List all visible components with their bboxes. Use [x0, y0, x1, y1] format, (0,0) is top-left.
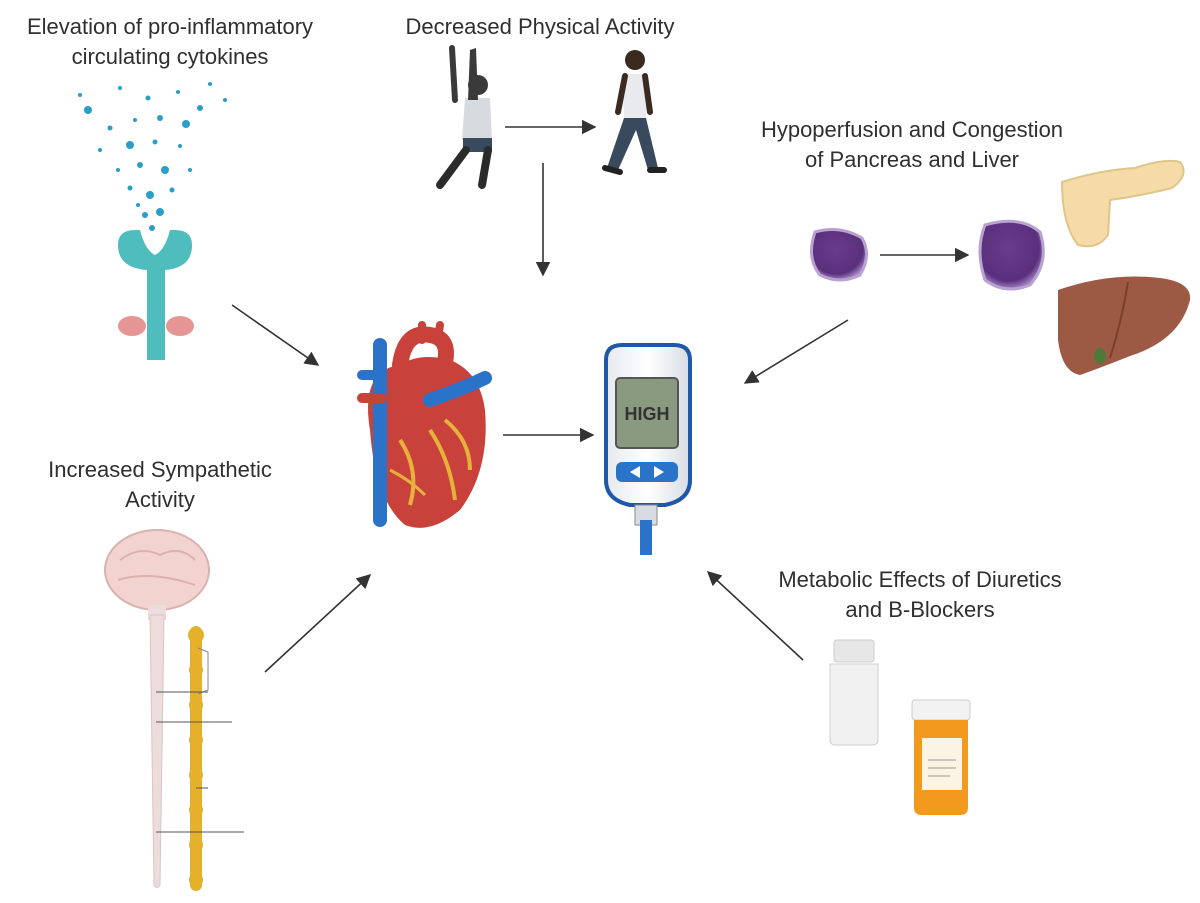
meter-display-text: HIGH: [625, 404, 670, 424]
brain-icon: [104, 529, 210, 620]
orange-pill-bottle-icon: [911, 699, 971, 815]
heart-icon: [357, 321, 492, 528]
pancreas-icon: [1060, 159, 1185, 248]
arrow-drugs-to-meter: [706, 571, 804, 661]
physical-activity-label: Decreased Physical Activity: [405, 14, 675, 39]
receptor-icon: [118, 230, 194, 360]
arrows: [231, 119, 970, 673]
sympathetic-chain-icon: [156, 626, 244, 891]
arrow-cytokines-to-heart: [231, 304, 320, 366]
liver-icon: [1058, 276, 1191, 375]
hypoperfusion-label: Hypoperfusion and Congestion of Pancreas…: [760, 117, 1064, 172]
metabolic-label: Metabolic Effects of Diuretics and B-Blo…: [778, 567, 1062, 622]
arrow-sympathetic-to-heart: [264, 574, 372, 673]
stretching-person-icon: [436, 45, 492, 189]
arrow-organs-to-meter: [743, 319, 849, 384]
glucose-meter-icon: [604, 343, 692, 555]
spinal-cord-icon: [149, 614, 165, 888]
walking-person-icon: [602, 50, 667, 175]
small-cell-icon: [809, 228, 868, 282]
cytokine-particles-icon: [78, 82, 227, 231]
large-cell-icon: [978, 219, 1045, 291]
sympathetic-label: Increased Sympathetic Activity: [48, 457, 272, 512]
white-pill-bottle-icon: [829, 639, 879, 746]
cytokines-label: Elevation of pro-inflammatory circulatin…: [26, 14, 314, 69]
